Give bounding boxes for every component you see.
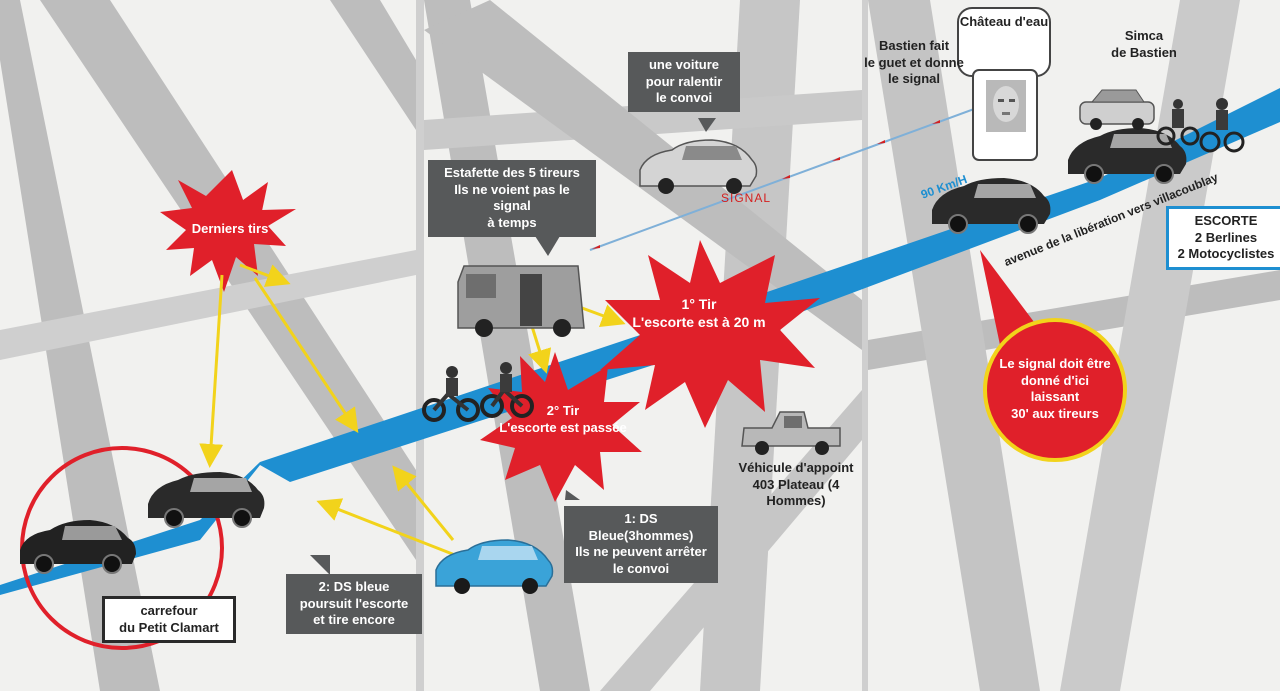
label-simca: Simca de Bastien [1111, 28, 1177, 60]
label-ds-bleue-1: 1: DS Bleue(3hommes) Ils ne peuvent arrê… [564, 506, 718, 583]
star-tir2 [480, 352, 642, 502]
motorcycle-icon [1156, 99, 1200, 146]
car-icon [435, 539, 554, 594]
star-tir1 [600, 240, 820, 428]
star-derniers-tirs [160, 170, 296, 292]
car-icon [1068, 128, 1187, 184]
label-signal-doit: Le signal doit être donné d'ici laissant… [999, 356, 1111, 421]
label-ds-bleue-2: 2: DS bleue poursuit l'escorte et tire e… [286, 574, 422, 634]
car-icon [932, 178, 1051, 234]
signal-callout [980, 250, 1127, 462]
label-escorte: ESCORTE 2 Berlines 2 Motocyclistes [1166, 206, 1280, 270]
face-photo-icon [986, 80, 1026, 132]
label-chateau: Château d'eau [959, 14, 1049, 29]
label-bastien: Bastien fait le guet et donne le signal [864, 38, 964, 87]
label-voiture-ralentir: une voiture pour ralentir le convoi [628, 52, 740, 112]
label-carrefour: carrefour du Petit Clamart [102, 596, 236, 644]
motorcycle-icon [422, 366, 480, 422]
van-icon [457, 265, 585, 337]
car-icon [639, 139, 758, 194]
label-estafette: Estafette des 5 tireurs Ils ne voient pa… [428, 160, 596, 237]
street-map-right [868, 0, 1280, 691]
pickup-truck-icon [741, 411, 841, 455]
label-tir1: 1° Tir L'escorte est à 20 m [632, 296, 766, 330]
label-tir2: 2° Tir L'escorte est passée [499, 403, 627, 435]
motorcycle-icon [480, 362, 534, 418]
shot-arrows [199, 263, 626, 557]
car-icon [20, 520, 136, 574]
motorcycle-icon [1199, 98, 1245, 153]
car-icon [1079, 89, 1155, 130]
label-vehicule-appoint: Véhicule d'appoint 403 Plateau (4 Hommes… [738, 460, 854, 509]
label-derniers-tirs: Derniers tirs [191, 221, 269, 236]
car-icon [148, 472, 265, 528]
label-signal: SIGNAL [720, 191, 771, 205]
